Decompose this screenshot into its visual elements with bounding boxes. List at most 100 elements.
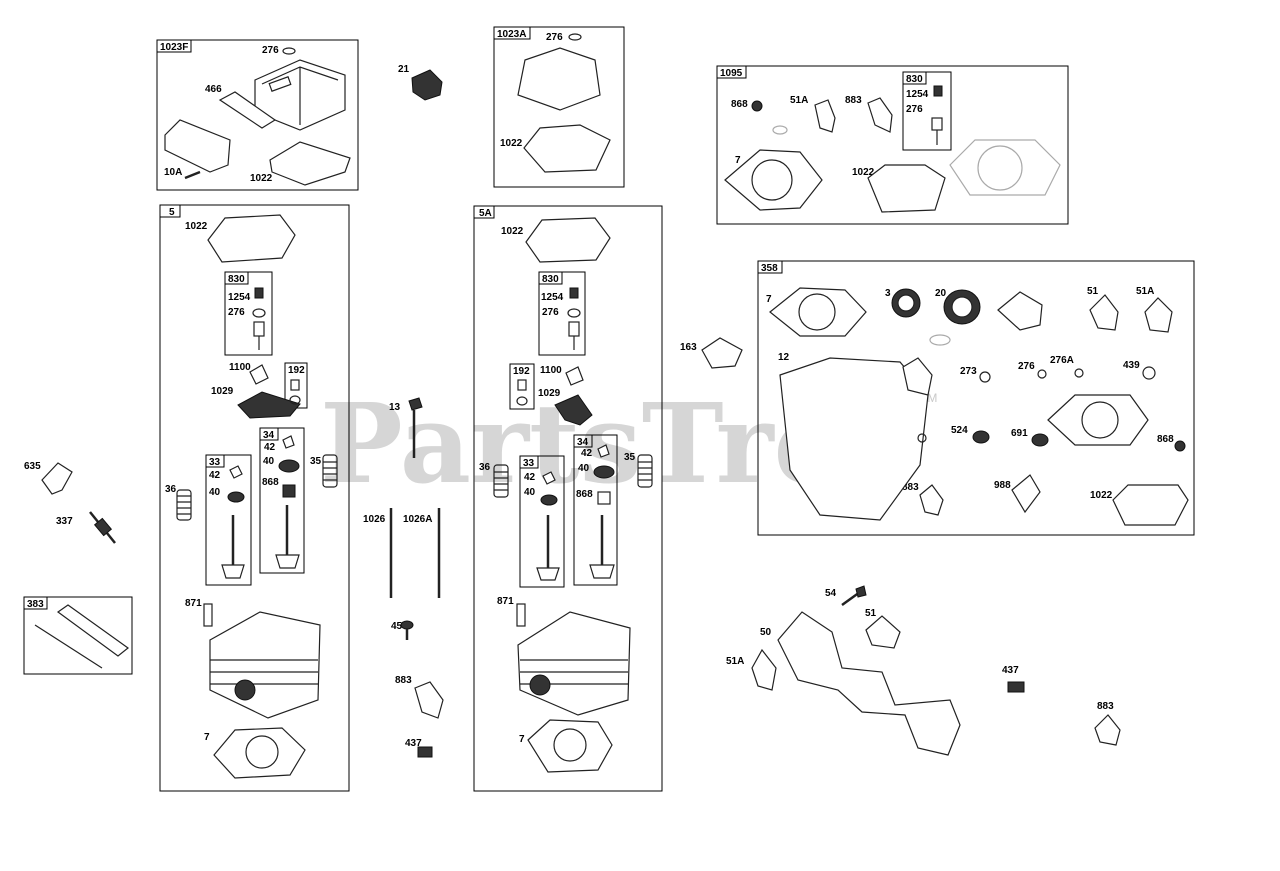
part-callout[interactable]: 883 (1097, 701, 1114, 712)
tappet-drawing (400, 620, 414, 640)
valve-cover-drawing (517, 47, 601, 111)
part-callout[interactable]: 163 (680, 342, 697, 353)
part-callout[interactable]: 42 (524, 472, 536, 483)
part-callout[interactable]: 12 (778, 352, 790, 363)
part-callout[interactable]: 868 (1157, 434, 1174, 445)
part-callout[interactable]: 1100 (229, 362, 251, 373)
part-callout[interactable]: 51 (1087, 286, 1099, 297)
head-gasket-drawing (527, 719, 613, 773)
part-callout[interactable]: 40 (209, 487, 221, 498)
part-callout[interactable]: 276 (906, 104, 923, 115)
part-callout[interactable]: 42 (581, 448, 593, 459)
part-callout[interactable]: 3 (885, 288, 891, 299)
part-callout[interactable]: 7 (204, 732, 210, 743)
part-callout[interactable]: 337 (56, 516, 73, 527)
part-callout[interactable]: 276 (542, 307, 559, 318)
gasket-51A-drawing (751, 648, 777, 691)
part-callout[interactable]: 54 (825, 588, 837, 599)
spark-plug-boot-drawing (41, 462, 73, 495)
part-callout[interactable]: 437 (1002, 665, 1019, 676)
part-callout[interactable]: 1254 (228, 292, 251, 303)
part-callout[interactable]: 1026 (363, 514, 386, 525)
part-callout[interactable]: 868 (576, 489, 593, 500)
part-callout[interactable]: 883 (902, 482, 919, 493)
bolt-13-drawing (408, 397, 423, 458)
part-callout[interactable]: 40 (524, 487, 536, 498)
part-callout[interactable]: 1022 (501, 226, 524, 237)
part-callout[interactable]: 276 (546, 32, 563, 43)
part-callout[interactable]: 988 (994, 480, 1011, 491)
part-callout[interactable]: 1022 (1090, 490, 1113, 501)
part-callout[interactable]: 35 (310, 456, 322, 467)
spark-plug-wrench-drawing (56, 604, 129, 657)
part-callout[interactable]: 1100 (540, 365, 562, 376)
part-callout[interactable]: 42 (264, 442, 276, 453)
part-callout[interactable]: 7 (735, 155, 741, 166)
spark-plug-drawing (89, 511, 116, 544)
part-callout[interactable]: 7 (766, 294, 772, 305)
part-callout[interactable]: 276 (262, 45, 279, 56)
part-callout[interactable]: 36 (479, 462, 491, 473)
part-callout[interactable]: 20 (935, 288, 947, 299)
part-callout[interactable]: 871 (185, 598, 202, 609)
part-callout[interactable]: 868 (731, 99, 748, 110)
part-callout[interactable]: 1254 (541, 292, 564, 303)
bolt-54-drawing (841, 585, 867, 607)
head-gasket-drawing (769, 287, 867, 337)
group-header: 358 (761, 263, 778, 274)
washer-drawing (282, 47, 296, 55)
part-callout[interactable]: 1022 (185, 221, 208, 232)
cylinder-head-drawing (209, 611, 321, 719)
part-callout[interactable]: 51A (1136, 286, 1154, 297)
part-callout[interactable]: 51 (865, 608, 877, 619)
part-callout[interactable]: 1022 (500, 138, 523, 149)
subgroup-header: 192 (513, 366, 530, 377)
group-5A: 5A 1022 1100 1029 36 35 871 7 830 1254 2… (473, 205, 663, 792)
part-callout[interactable]: 51A (790, 95, 808, 106)
plug-drawing (411, 69, 443, 101)
gasket-883-drawing (414, 681, 444, 719)
group-5: 5 1022 1100 1029 36 35 871 7 830 1254 27… (159, 204, 350, 792)
group-header: 5 (169, 207, 175, 218)
part-callout[interactable]: 883 (845, 95, 862, 106)
part-callout[interactable]: 40 (578, 463, 590, 474)
part-callout[interactable]: 1029 (538, 388, 561, 399)
breather-drawing (164, 119, 231, 173)
gasket-drawing (523, 124, 611, 173)
part-callout[interactable]: 273 (960, 366, 977, 377)
part-callout[interactable]: 871 (497, 596, 514, 607)
part-callout[interactable]: 1022 (250, 173, 273, 184)
part-callout[interactable]: 466 (205, 84, 222, 95)
part-callout[interactable]: 50 (760, 627, 772, 638)
part-callout[interactable]: 524 (951, 425, 968, 436)
part-callout[interactable]: 40 (263, 456, 275, 467)
part-callout[interactable]: 42 (209, 470, 221, 481)
part-callout[interactable]: 635 (24, 461, 41, 472)
subgroup-header: 830 (228, 274, 245, 285)
part-callout[interactable]: 35 (624, 452, 636, 463)
part-callout[interactable]: 1022 (852, 167, 875, 178)
part-callout[interactable]: 10A (164, 167, 182, 178)
part-callout[interactable]: 51A (726, 656, 744, 667)
group-header: 1023A (497, 29, 526, 40)
part-callout[interactable]: 36 (165, 484, 177, 495)
subgroup-header: 192 (288, 365, 305, 376)
group-1023A: 1023A 276 1022 (493, 26, 625, 188)
part-callout[interactable]: 276 (1018, 361, 1035, 372)
part-callout[interactable]: 21 (398, 64, 410, 75)
part-callout[interactable]: 1026A (403, 514, 432, 525)
part-callout[interactable]: 276A (1050, 355, 1074, 366)
part-callout[interactable]: 45 (391, 621, 403, 632)
part-callout[interactable]: 1254 (906, 89, 929, 100)
gasket-drawing (867, 164, 946, 213)
part-callout[interactable]: 7 (519, 734, 525, 745)
part-callout[interactable]: 276 (228, 307, 245, 318)
part-callout[interactable]: 13 (389, 402, 401, 413)
part-callout[interactable]: 691 (1011, 428, 1028, 439)
part-callout[interactable]: 439 (1123, 360, 1140, 371)
intake-manifold-drawing (777, 611, 961, 756)
part-callout[interactable]: 1029 (211, 386, 234, 397)
part-callout[interactable]: 437 (405, 738, 422, 749)
part-callout[interactable]: 883 (395, 675, 412, 686)
part-callout[interactable]: 868 (262, 477, 279, 488)
